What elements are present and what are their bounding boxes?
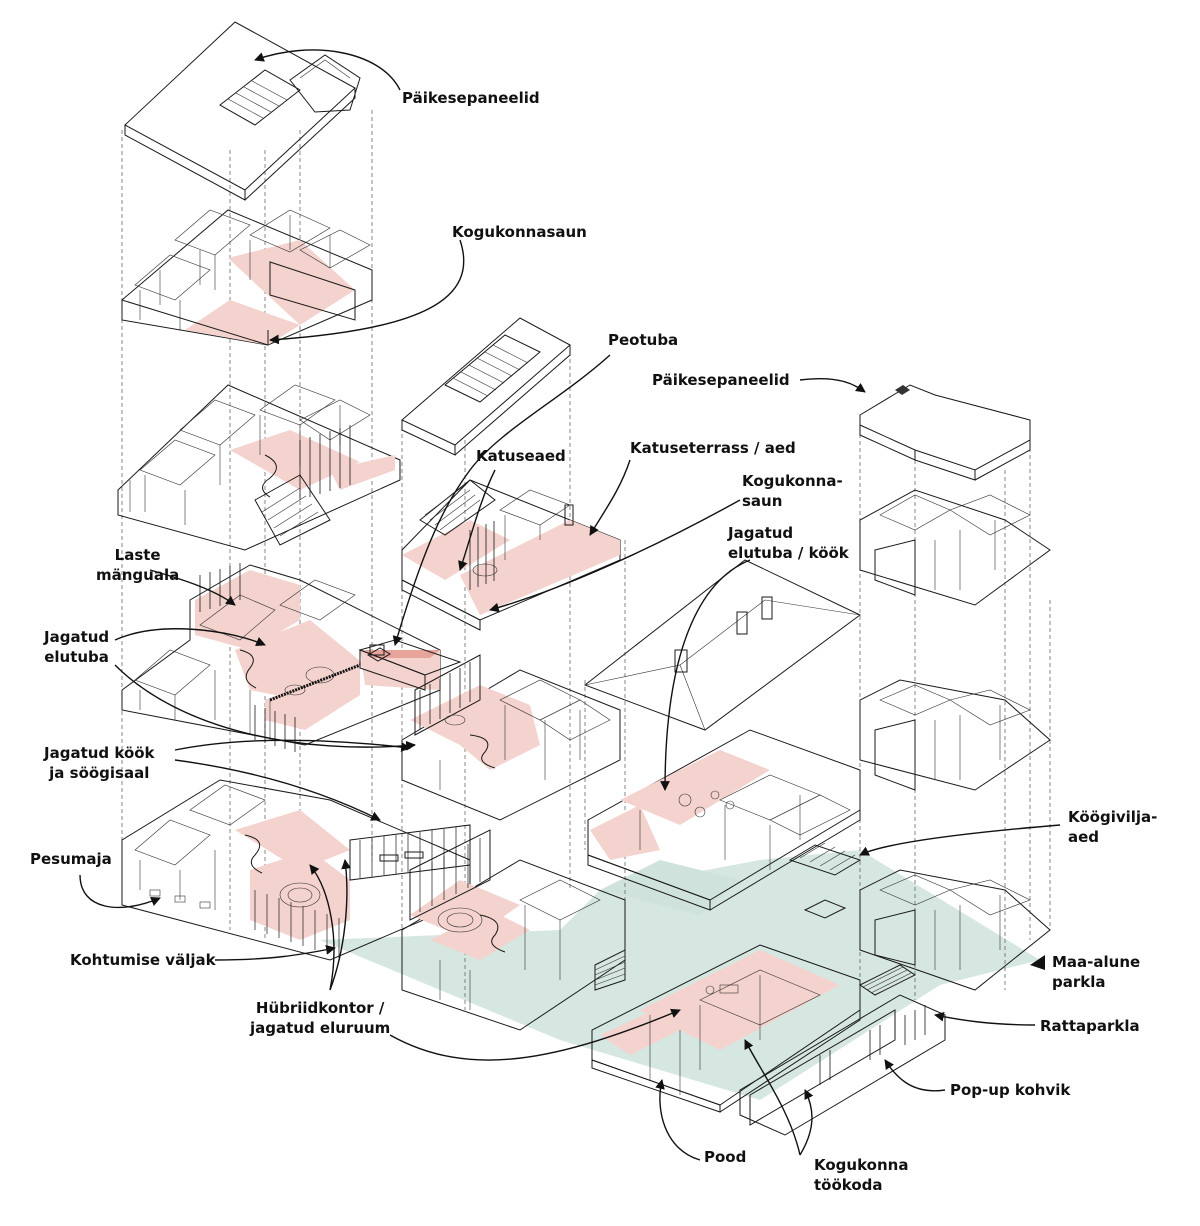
label-solar-panels-right: Päikesepaneelid: [652, 371, 790, 389]
center-roof: [583, 559, 861, 731]
garden-grid: [788, 842, 862, 919]
middle-roof: [401, 317, 571, 456]
label-solar-panels-top: Päikesepaneelid: [402, 89, 540, 107]
center-floor-2: [587, 729, 861, 911]
label-community-sauna-top: Kogukonnasaun: [452, 223, 587, 241]
annotation-arrows: [79, 49, 1061, 1161]
middle-floor-1: [401, 829, 626, 1031]
label-community-sauna-mid: Kogukonna-saun: [742, 472, 843, 511]
right-floor-1: [859, 869, 1051, 991]
label-roof-terrace: Katuseterrass / aed: [630, 439, 796, 457]
center-floor-1: [591, 944, 861, 1113]
right-floor-3: [859, 489, 1051, 606]
label-shop: Pood: [704, 1148, 747, 1166]
outdoor-stairs: [594, 949, 916, 996]
label-meeting-square: Kohtumise väljak: [70, 951, 216, 969]
label-vegetable-garden: Köögivilja-aed: [1068, 808, 1158, 847]
label-hybrid-office: Hübriidkontor /jagatud eluruum: [250, 999, 391, 1038]
left-floor-4: [121, 209, 373, 346]
left-floor-2: [121, 563, 441, 752]
left-roof: [124, 21, 361, 201]
bridge: [358, 639, 462, 691]
middle-floor-2: [401, 654, 621, 821]
label-party-room: Peotuba: [608, 331, 679, 349]
left-floor-1: [121, 779, 471, 961]
left-floor-3: [117, 384, 401, 551]
label-roof-garden: Katuseaed: [476, 447, 566, 465]
right-floor-2: [859, 679, 1051, 791]
middle-floor-3: [401, 479, 621, 631]
label-bike-parking: Rattaparkla: [1040, 1017, 1140, 1035]
right-roof: [859, 384, 1031, 481]
label-popup-cafe: Pop-up kohvik: [950, 1081, 1071, 1099]
workshop-block: [739, 994, 946, 1136]
label-laundry: Pesumaja: [30, 850, 112, 868]
